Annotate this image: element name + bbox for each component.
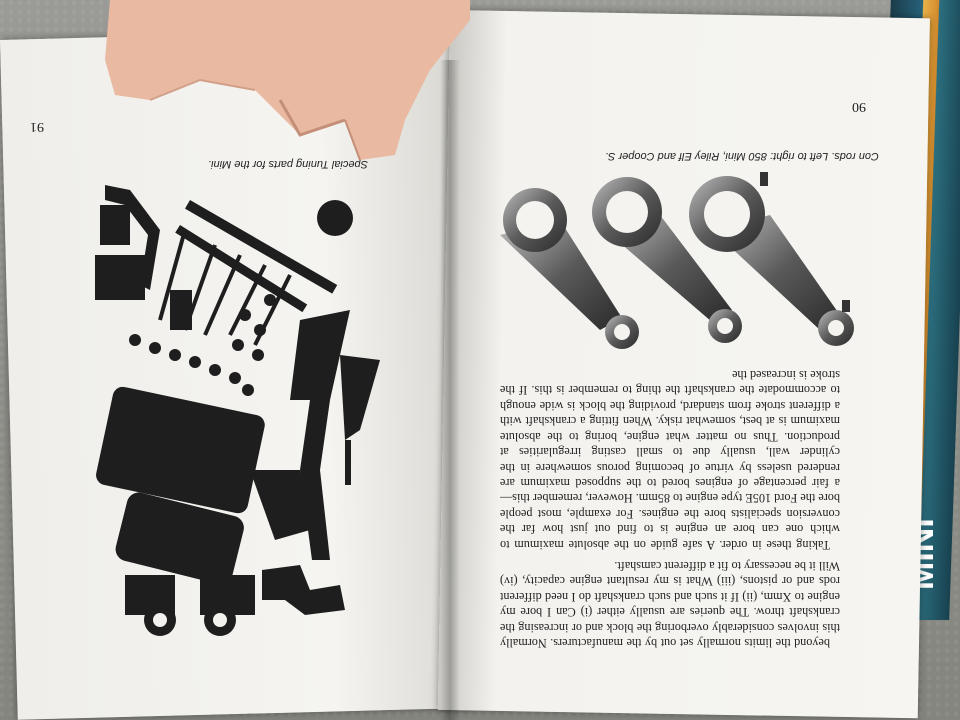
tuning-parts	[95, 185, 380, 636]
valve-springs	[95, 255, 145, 300]
con-rod-850-mini	[500, 188, 639, 349]
rocker-block	[100, 205, 130, 245]
con-rod-riley-elf	[592, 177, 742, 343]
rocker-arm	[105, 185, 160, 290]
cylinder-head	[96, 386, 265, 514]
camshaft	[175, 224, 308, 313]
carburettors	[125, 575, 255, 636]
camshaft	[184, 199, 338, 294]
rocker-cover	[115, 492, 244, 585]
exhaust-manifold	[290, 310, 350, 560]
spring	[170, 290, 192, 330]
inlet-manifold	[262, 565, 345, 615]
con-rod-cooper-s	[689, 172, 854, 346]
book-gutter	[440, 60, 460, 720]
timing-gear	[317, 200, 353, 236]
